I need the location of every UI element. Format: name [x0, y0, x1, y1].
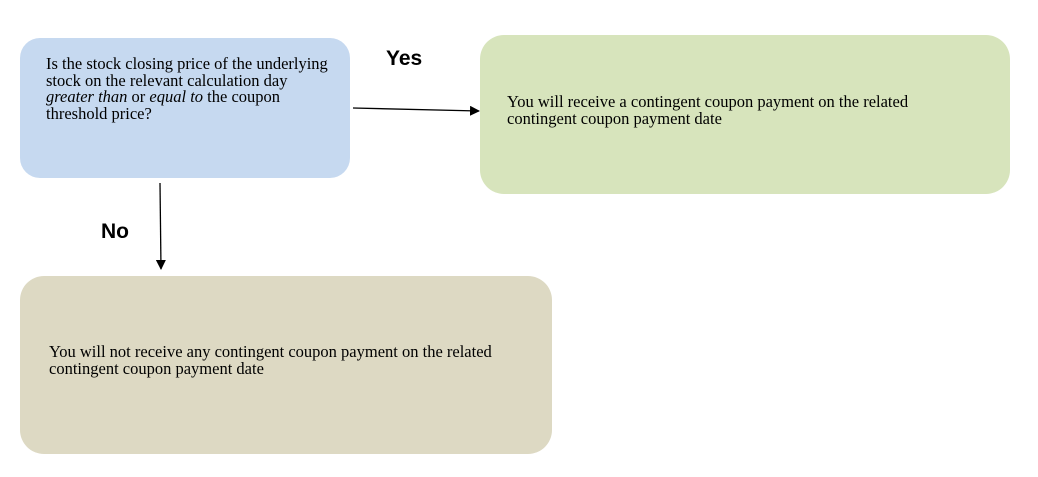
- yes-outcome-box: You will receive a contingent coupon pay…: [480, 35, 1010, 194]
- yes-label: Yes: [386, 47, 423, 70]
- question-emphasis-equal-to: equal to: [149, 87, 204, 106]
- no-label: No: [101, 220, 129, 243]
- question-part-3: the coupon threshold price?: [46, 87, 281, 123]
- no-outcome-text: You will not receive any contingent coup…: [49, 342, 492, 378]
- question-part-1: Is the stock closing price of the underl…: [46, 54, 328, 90]
- question-text: Is the stock closing price of the underl…: [46, 54, 330, 123]
- no-outcome-box: You will not receive any contingent coup…: [20, 276, 552, 454]
- question-part-2: or: [127, 87, 150, 106]
- yes-outcome-text: You will receive a contingent coupon pay…: [507, 92, 909, 128]
- question-box: Is the stock closing price of the underl…: [20, 38, 350, 178]
- question-emphasis-greater-than: greater than: [46, 87, 128, 106]
- no-arrow: [155, 182, 166, 270]
- yes-arrow: [352, 105, 480, 116]
